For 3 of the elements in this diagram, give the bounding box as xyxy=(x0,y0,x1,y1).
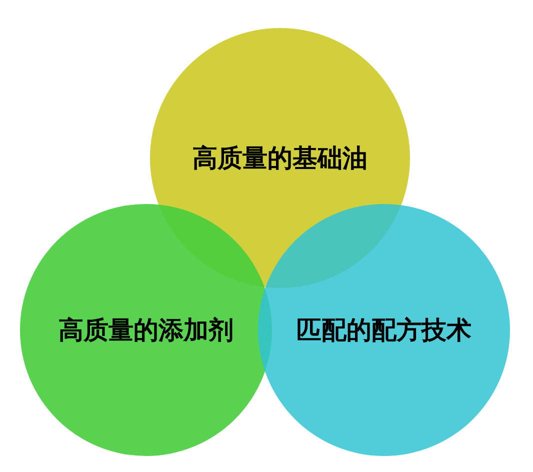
circle-label: 匹配的配方技术 xyxy=(296,314,472,346)
circle-label: 高质量的基础油 xyxy=(192,142,368,174)
circle-label: 高质量的添加剂 xyxy=(58,314,234,346)
